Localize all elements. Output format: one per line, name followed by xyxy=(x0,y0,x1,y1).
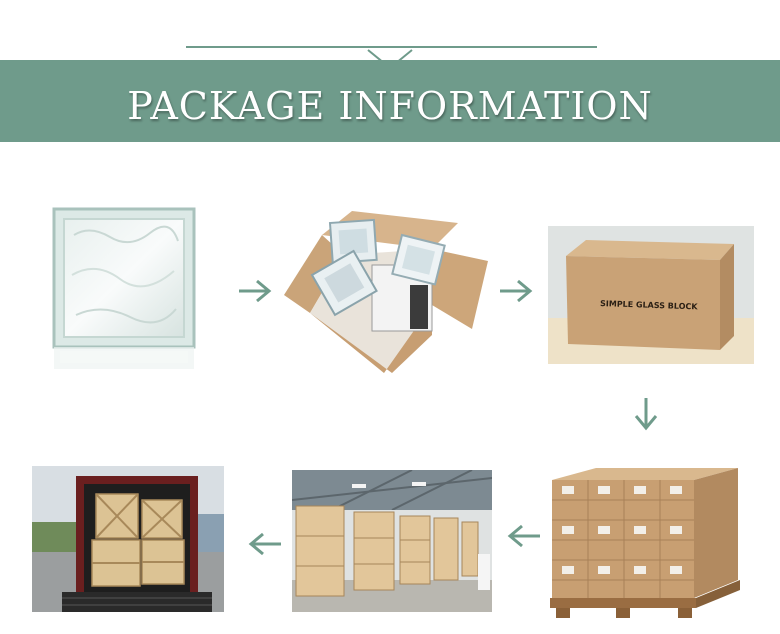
header-banner: PACKAGE INFORMATION xyxy=(0,60,780,142)
page-title: PACKAGE INFORMATION xyxy=(127,84,653,128)
arrow-left-icon xyxy=(507,524,540,548)
open-carton-photo xyxy=(282,205,490,375)
warehouse-crates-photo xyxy=(292,470,492,612)
container-loading-photo xyxy=(32,466,224,612)
arrow-left-icon xyxy=(248,532,281,556)
sealed-carton-photo: SIMPLE GLASS BLOCK xyxy=(548,226,754,364)
header-divider-line xyxy=(186,46,597,48)
arrow-right-icon xyxy=(239,279,272,303)
arrow-right-icon xyxy=(500,279,533,303)
box-print-text: SIMPLE GLASS BLOCK xyxy=(600,299,699,311)
glass-block-photo xyxy=(50,205,202,375)
pallet-stack-photo xyxy=(548,462,742,622)
arrow-down-icon xyxy=(634,398,658,431)
